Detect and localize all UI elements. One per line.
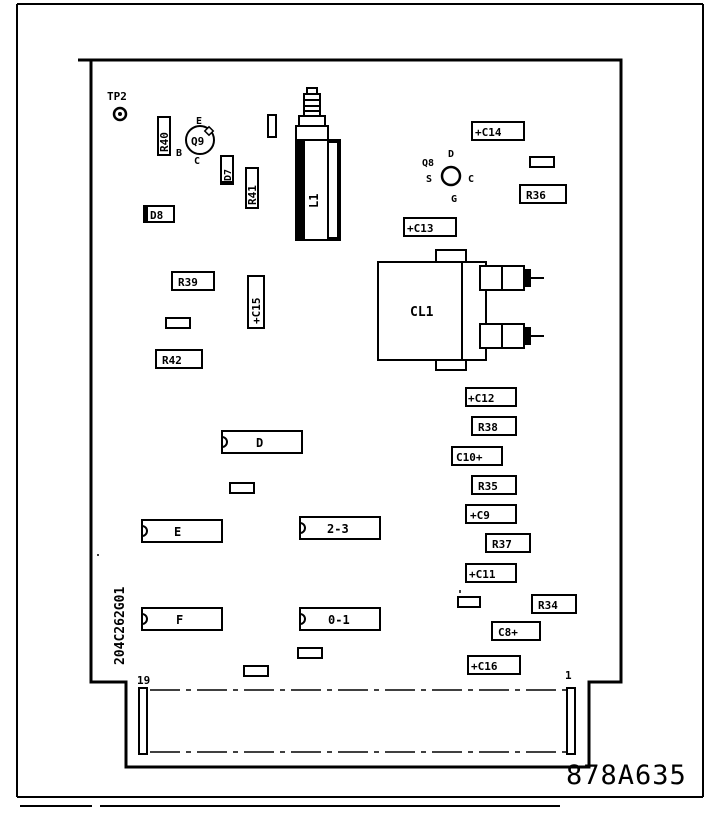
l1-label: L1 [307, 194, 321, 208]
pad [165, 317, 191, 329]
ic-2-3-label: 2-3 [327, 522, 349, 536]
r36-label: R36 [526, 189, 546, 202]
test-point-tp2: TP2 [107, 90, 128, 122]
c16-label: +C16 [471, 660, 498, 673]
c9-label: +C9 [470, 509, 490, 522]
resistor-r36: R36 [519, 184, 567, 204]
r34-label: R34 [538, 599, 558, 612]
c14-label: +C14 [475, 126, 502, 139]
q8-label: Q8 [422, 158, 434, 169]
r37-label: R37 [492, 538, 512, 551]
ic-e-label: E [174, 525, 181, 539]
resistor-r39: R39 [171, 271, 215, 291]
resistor-r34: R34 [531, 594, 577, 614]
resistor-r42: R42 [155, 349, 203, 369]
q9-label: Q9 [191, 135, 204, 148]
cl1-label: CL1 [410, 305, 434, 320]
q8-g-label: G [451, 194, 457, 205]
board-part-number: 204C262G01 [113, 587, 128, 665]
transistor-q9: Q9 E B C [176, 116, 215, 167]
c8-label: C8+ [498, 626, 518, 639]
ic-0-1: 0-1 [299, 607, 381, 631]
resistor-r41: R41 [245, 167, 259, 209]
diode-d7: D7 [220, 155, 234, 185]
ic-f: F [141, 607, 223, 631]
pad [229, 482, 255, 494]
r35-label: R35 [478, 480, 498, 493]
ic-0-1-label: 0-1 [328, 613, 350, 627]
c11-label: +C11 [469, 568, 496, 581]
capacitor-c9: +C9 [465, 504, 517, 524]
pad [529, 156, 555, 168]
d7-label: D7 [223, 169, 234, 181]
capacitor-c11: +C11 [465, 563, 517, 583]
r41-label: R41 [246, 185, 259, 205]
diode-d8: D8 [143, 205, 175, 223]
ic-d: D [221, 430, 303, 454]
capacitor-c13: +C13 [403, 217, 457, 237]
ic-d-label: D [256, 436, 263, 450]
tp2-label: TP2 [107, 90, 127, 103]
drawing-number: 878A635 [566, 760, 687, 791]
capacitor-c16: +C16 [467, 655, 521, 675]
q9-c-label: C [194, 156, 200, 167]
q8-d-label: D [448, 149, 454, 160]
capacitor-c14: +C14 [471, 121, 525, 141]
resistor-r35: R35 [471, 475, 517, 495]
c15-label: +C15 [250, 298, 263, 325]
d8-label: D8 [150, 209, 163, 222]
capacitor-c15: +C15 [247, 275, 265, 329]
r38-label: R38 [478, 421, 498, 434]
resistor-r40: R40 [157, 116, 171, 156]
resistor-r38: R38 [471, 416, 517, 436]
q9-b-label: B [176, 148, 182, 159]
edge-connector: 19 1 [137, 669, 576, 755]
pad [267, 114, 277, 138]
board-outline [78, 58, 623, 769]
relay-cl1: CL1 [377, 249, 544, 371]
c12-label: +C12 [468, 392, 495, 405]
q8-s-label: S [426, 174, 432, 185]
c10-label: C10+ [456, 451, 483, 464]
ic-2-3: 2-3 [299, 516, 381, 540]
resistor-r37: R37 [485, 533, 531, 553]
r40-label: R40 [158, 132, 171, 152]
drawing-frame [16, 3, 704, 807]
inductor-l1: L1 [295, 87, 341, 241]
transistor-q8: Q8 D S C G [422, 149, 474, 205]
q8-c-label: C [468, 174, 474, 185]
capacitor-c8: C8+ [491, 621, 541, 641]
capacitor-c10: C10+ [451, 446, 503, 466]
pin-19-label: 19 [137, 674, 150, 687]
pad [243, 665, 269, 677]
r42-label: R42 [162, 354, 182, 367]
ic-f-label: F [176, 613, 183, 627]
pin-1-label: 1 [565, 669, 572, 682]
r39-label: R39 [178, 276, 198, 289]
capacitor-c12: +C12 [465, 387, 517, 407]
stray-mark [97, 554, 99, 556]
c13-label: +C13 [407, 222, 434, 235]
q9-e-label: E [196, 116, 202, 127]
pad [457, 596, 481, 608]
pad [297, 647, 323, 659]
ic-e: E [141, 519, 223, 543]
